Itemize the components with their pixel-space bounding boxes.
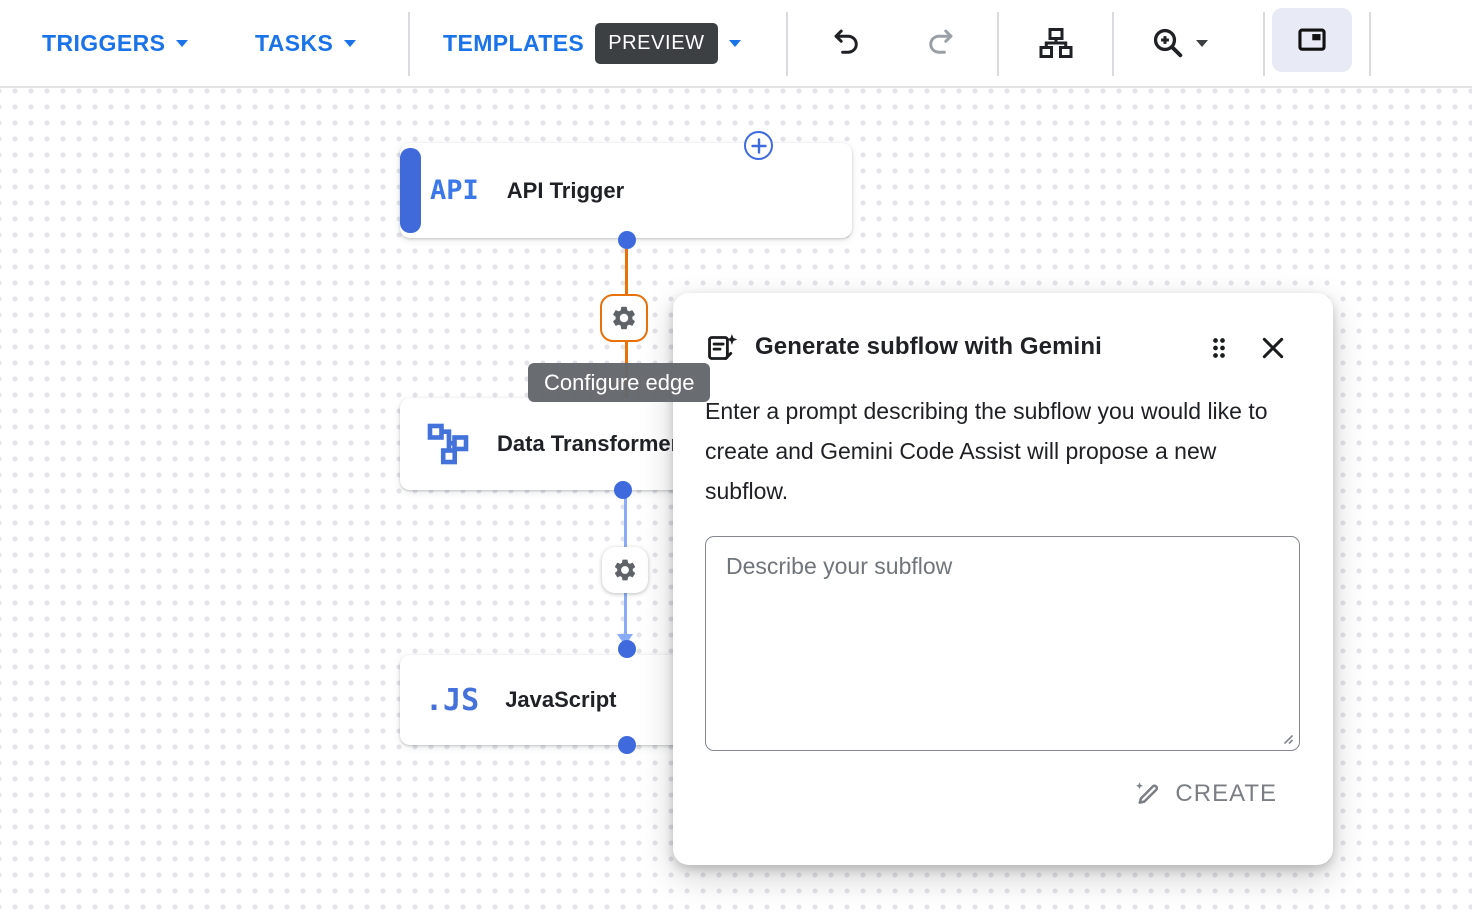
prompt-field-wrapper [705,536,1300,751]
node-label: JavaScript [505,687,617,712]
templates-menu-button[interactable]: TEMPLATES PREVIEW [443,0,741,86]
top-toolbar: TRIGGERS TASKS TEMPLATES PREVIEW [0,0,1472,88]
preview-badge: PREVIEW [595,22,718,64]
create-button[interactable]: CREATE [1132,779,1277,809]
resize-grip-icon[interactable] [1279,730,1295,746]
magic-pen-icon [1136,782,1159,804]
toolbar-divider [1263,12,1265,76]
add-node-button[interactable] [744,131,773,160]
toolbar-divider [408,12,410,76]
configure-edge-button[interactable] [600,294,648,342]
node-api-trigger[interactable]: API API Trigger [400,143,852,238]
data-transformer-icon [427,423,469,465]
chevron-down-icon [176,39,189,47]
zoom-menu-button[interactable] [1144,0,1214,86]
node-accent-bar [400,148,421,233]
close-dialog-button[interactable] [1257,333,1289,363]
dialog-title: Generate subflow with Gemini [755,333,1102,360]
auto-layout-icon [1039,28,1073,58]
subflow-prompt-input[interactable] [705,536,1300,751]
close-icon [1262,337,1284,359]
toolbar-divider [786,12,788,76]
undo-icon [834,29,858,54]
toolbar-divider [1112,12,1114,76]
output-port[interactable] [618,736,636,754]
chevron-down-icon [1196,39,1208,47]
triggers-menu-button[interactable]: TRIGGERS [42,0,189,86]
minimap-toggle-button[interactable] [1272,8,1352,72]
tasks-label: TASKS [255,29,334,56]
javascript-icon: .JS [425,682,480,718]
redo-button[interactable] [921,0,961,86]
plus-icon [750,137,767,154]
auto-layout-button[interactable] [1035,0,1077,86]
output-port[interactable] [614,481,632,499]
api-trigger-icon: API [430,175,479,206]
node-label: API Trigger [506,177,625,203]
toolbar-divider [1369,12,1371,76]
gear-icon [613,306,635,330]
configure-edge-button[interactable] [602,547,648,593]
output-port[interactable] [618,231,636,249]
workflow-canvas[interactable]: API API Trigger Data Transformer .JS Jav [0,88,1472,918]
generate-note-sparkle-icon [708,334,738,360]
drag-handle[interactable] [1203,333,1235,363]
node-label: Data Transformer [497,431,680,456]
dialog-description: Enter a prompt describing the subflow yo… [705,398,1268,504]
create-button-label: CREATE [1175,780,1277,807]
generate-subflow-dialog: Generate subflow with Gemini Enter a pro… [673,293,1333,865]
chevron-down-icon [344,39,357,47]
redo-icon [929,29,953,54]
tasks-menu-button[interactable]: TASKS [255,0,357,86]
undo-button[interactable] [826,0,866,86]
triggers-label: TRIGGERS [42,29,166,56]
zoom-in-icon [1153,28,1183,58]
minimap-icon [1298,28,1326,51]
configure-edge-tooltip: Configure edge [528,363,711,402]
input-port[interactable] [618,640,636,658]
chevron-down-icon [728,39,741,47]
templates-label: TEMPLATES [443,29,585,56]
toolbar-divider [997,12,999,76]
drag-handle-icon [1213,338,1225,358]
gear-icon [614,559,636,581]
